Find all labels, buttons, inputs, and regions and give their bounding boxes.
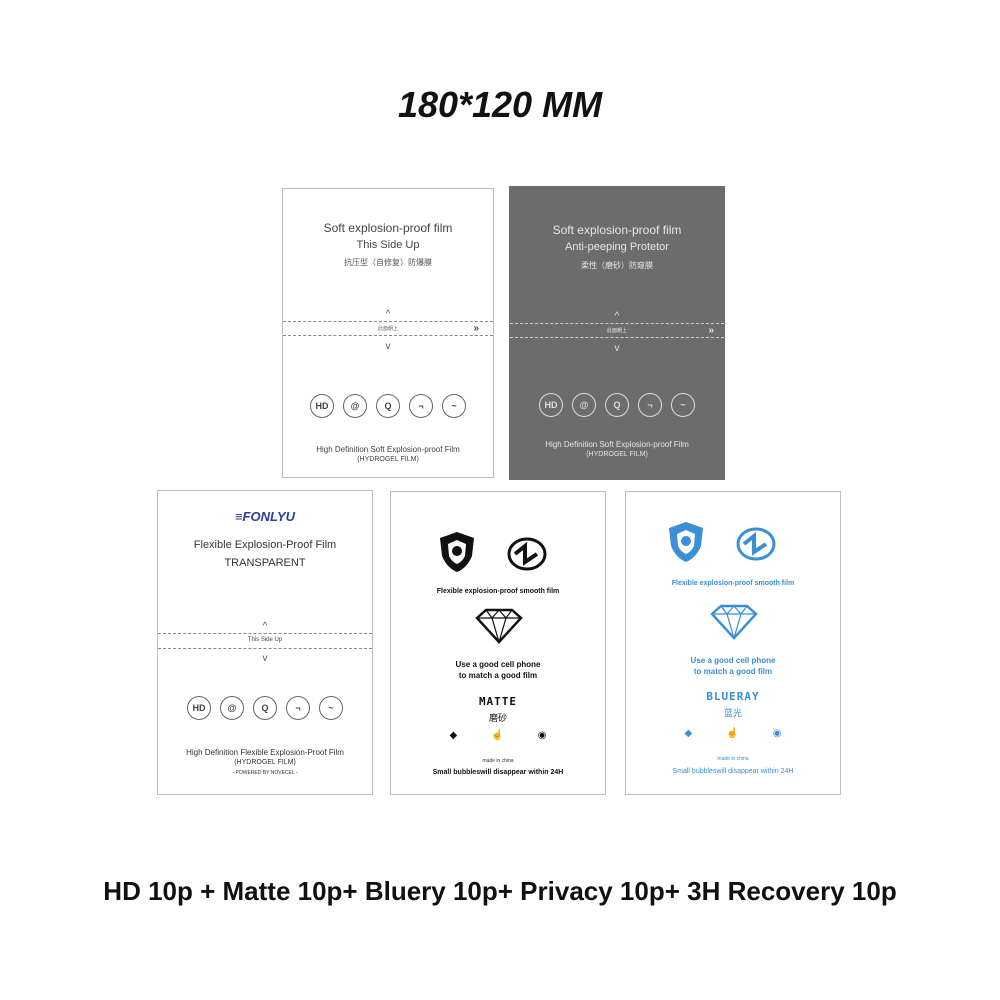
cut-line <box>158 648 372 649</box>
blueray-small-icons: ◆ ☝ ◉ <box>626 728 840 739</box>
blueray-type-en: BLUERAY <box>706 690 760 703</box>
scratch-magnifier-icon: Q <box>376 394 400 418</box>
hd-film-card: Soft explosion-proof film This Side Up 抗… <box>282 188 494 478</box>
matte-type-en: MATTE <box>478 695 518 708</box>
brand-logo-mark-icon: ≡ <box>234 509 243 524</box>
blueray-line3: to match a good film <box>693 667 773 676</box>
cut-line <box>283 321 493 322</box>
down-chevron-icon: v <box>614 343 620 354</box>
privacy-bottom1: High Definition Soft Explosion-proof Fil… <box>545 440 689 449</box>
transparent-bottom3: - POWERED BY NOVECEL - <box>232 770 298 776</box>
privacy-bottom2: (HYDROGEL FILM) <box>586 451 648 458</box>
blueray-type-cn: 蓝光 <box>723 708 742 718</box>
transparent-side-label: This Side Up <box>247 637 283 643</box>
matte-small-icons: ◆ ☝ ◉ <box>391 730 605 741</box>
cut-line <box>510 337 724 338</box>
cut-line <box>158 633 372 634</box>
ns-logo-icon <box>736 527 776 561</box>
shield-small-icon: ◆ <box>449 730 458 741</box>
hand-small-icon: ☝ <box>491 730 504 741</box>
privacy-side-label: 此面朝上 <box>606 328 627 334</box>
matte-line2: Use a good cell phone <box>455 660 541 669</box>
cut-line <box>283 335 493 336</box>
transparent-film-card: ≡FONLYU Flexible Explosion-Proof Film TR… <box>157 490 373 795</box>
shield-knight-icon <box>669 522 703 562</box>
eco-leaf-icon: ~ <box>671 393 695 417</box>
matte-film-card: Flexible explosion-proof smooth film Use… <box>390 491 606 795</box>
feature-icons: HD @ Q ¬ ~ <box>158 696 372 720</box>
up-chevron-icon: ^ <box>385 309 391 320</box>
matte-line3: to match a good film <box>458 671 538 680</box>
hd-line2: This Side Up <box>356 239 420 251</box>
hd-icon: HD <box>539 393 563 417</box>
fingerprint-icon: @ <box>343 394 367 418</box>
feature-icons: HD @ Q ¬ ~ <box>510 393 724 417</box>
hd-line3: 抗压型（自修复）防爆膜 <box>344 258 432 267</box>
up-chevron-icon: ^ <box>614 311 620 322</box>
fingerprint-icon: @ <box>220 696 244 720</box>
hd-bottom1: High Definition Soft Explosion-proof Fil… <box>316 445 460 454</box>
blueray-line1: Flexible explosion-proof smooth film <box>671 580 795 587</box>
explosion-proof-icon: ¬ <box>409 394 433 418</box>
eco-leaf-icon: ~ <box>319 696 343 720</box>
privacy-line2: Anti-peeping Protetor <box>565 241 669 253</box>
transparent-bottom2: (HYDROGEL FILM) <box>234 759 296 766</box>
explosion-proof-icon: ¬ <box>286 696 310 720</box>
privacy-film-card: Soft explosion-proof film Anti-peeping P… <box>509 186 725 480</box>
blueray-bottom: Small bubbleswill disappear within 24H <box>672 768 794 775</box>
hd-side-label: 此面朝上 <box>377 326 398 332</box>
hd-icon: HD <box>187 696 211 720</box>
privacy-line3: 柔性（磨砂）防窥膜 <box>581 261 653 270</box>
ns-logo-icon <box>507 537 547 571</box>
down-chevron-icon: v <box>262 653 268 664</box>
matte-bottom: Small bubbleswill disappear within 24H <box>432 769 564 776</box>
package-contents-caption: HD 10p + Matte 10p+ Bluery 10p+ Privacy … <box>103 876 897 906</box>
size-title: 180*120 MM <box>397 84 603 125</box>
hand-small-icon: ☝ <box>726 728 739 739</box>
eco-leaf-icon: ~ <box>442 394 466 418</box>
hd-line1: Soft explosion-proof film <box>323 221 453 235</box>
drop-small-icon: ◉ <box>537 730 547 741</box>
shield-small-icon: ◆ <box>684 728 693 739</box>
hd-icon: HD <box>310 394 334 418</box>
transparent-line2: TRANSPARENT <box>224 557 306 569</box>
double-arrow-icon: » <box>708 325 714 336</box>
scratch-magnifier-icon: Q <box>605 393 629 417</box>
diamond-icon <box>710 604 758 640</box>
brand-logo: ≡FONLYU <box>158 509 372 524</box>
cut-line <box>510 323 724 324</box>
feature-icons: HD @ Q ¬ ~ <box>283 394 493 418</box>
transparent-line1: Flexible Explosion-Proof Film <box>193 539 337 551</box>
diamond-icon <box>475 608 523 644</box>
blueray-film-card: Flexible explosion-proof smooth film Use… <box>625 491 841 795</box>
explosion-proof-icon: ¬ <box>638 393 662 417</box>
matte-made: made in china <box>482 758 514 764</box>
fingerprint-icon: @ <box>572 393 596 417</box>
privacy-line1: Soft explosion-proof film <box>552 223 682 237</box>
matte-type-cn: 磨砂 <box>488 713 507 723</box>
hd-bottom2: (HYDROGEL FILM) <box>357 456 419 463</box>
blueray-line2: Use a good cell phone <box>690 656 776 665</box>
transparent-bottom1: High Definition Flexible Explosion-Proof… <box>186 748 344 757</box>
double-arrow-icon: » <box>473 323 479 334</box>
brand-name: FONLYU <box>242 509 296 524</box>
drop-small-icon: ◉ <box>772 728 782 739</box>
up-chevron-icon: ^ <box>262 621 268 632</box>
matte-line1: Flexible explosion-proof smooth film <box>436 588 560 595</box>
down-chevron-icon: v <box>385 341 391 352</box>
shield-knight-icon <box>440 532 474 572</box>
scratch-magnifier-icon: Q <box>253 696 277 720</box>
blueray-made: made in china <box>717 756 749 762</box>
